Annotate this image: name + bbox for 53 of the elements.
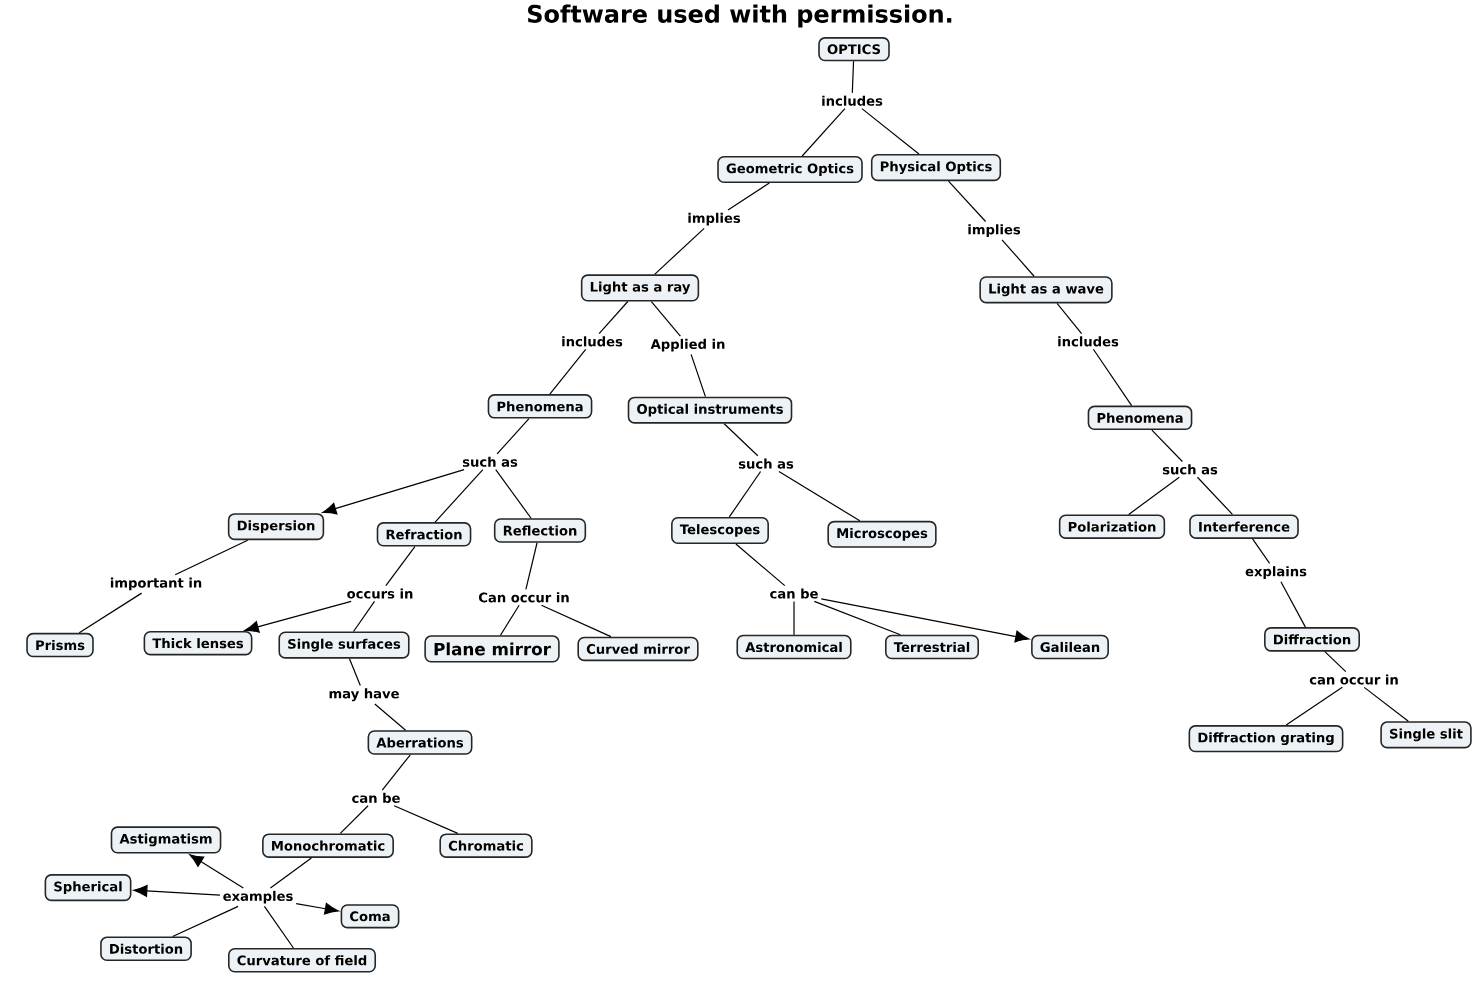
connector-line xyxy=(801,108,846,157)
connector-line xyxy=(1001,239,1035,277)
connector-line xyxy=(499,604,520,636)
concept-box: Plane mirror xyxy=(424,635,560,663)
connector-line xyxy=(650,300,681,337)
arrow xyxy=(322,469,465,515)
connector-line xyxy=(549,348,587,395)
connector-line xyxy=(78,592,143,634)
connector-line xyxy=(723,423,759,457)
connector-line xyxy=(735,543,786,587)
connector-line xyxy=(269,857,312,889)
connector-line xyxy=(1092,348,1133,407)
connector-line xyxy=(348,658,361,687)
connector-line xyxy=(947,180,987,223)
connector-line xyxy=(495,469,532,519)
connector-line xyxy=(434,469,484,523)
connector-line xyxy=(1196,476,1234,515)
arrow xyxy=(189,854,244,889)
connector-line xyxy=(172,905,239,938)
connector-line xyxy=(540,604,612,638)
connector-line xyxy=(861,108,920,155)
connector-line xyxy=(598,300,629,335)
connector-line xyxy=(727,182,770,211)
connector-line xyxy=(690,353,706,398)
connector-line xyxy=(1324,651,1347,673)
arrow xyxy=(295,902,339,915)
connector-line xyxy=(778,470,861,522)
connector-line xyxy=(385,546,416,587)
connector-line xyxy=(381,754,411,791)
connector-line xyxy=(1363,686,1409,722)
connector-line xyxy=(525,542,538,591)
connector-line xyxy=(793,600,795,636)
connector-line xyxy=(1285,686,1343,726)
connector-line xyxy=(263,905,295,949)
connector-line xyxy=(393,805,459,834)
connector-line xyxy=(728,470,762,518)
connector-line xyxy=(654,227,705,275)
connector-line xyxy=(374,703,407,731)
connector-line xyxy=(1056,302,1083,335)
connector-line xyxy=(496,418,530,455)
connector-line xyxy=(1280,581,1306,628)
arrow xyxy=(244,600,352,633)
arrow xyxy=(133,885,221,897)
connector-line xyxy=(1151,429,1183,463)
connector-line xyxy=(813,600,901,636)
connector-line xyxy=(1128,476,1180,515)
connector-line xyxy=(174,539,249,576)
arrow xyxy=(820,598,1030,643)
connector-line xyxy=(352,600,376,633)
connector-line xyxy=(339,805,369,834)
connector-line xyxy=(851,60,855,94)
connector-line xyxy=(1251,538,1271,564)
title: Software used with permission. xyxy=(528,4,952,28)
